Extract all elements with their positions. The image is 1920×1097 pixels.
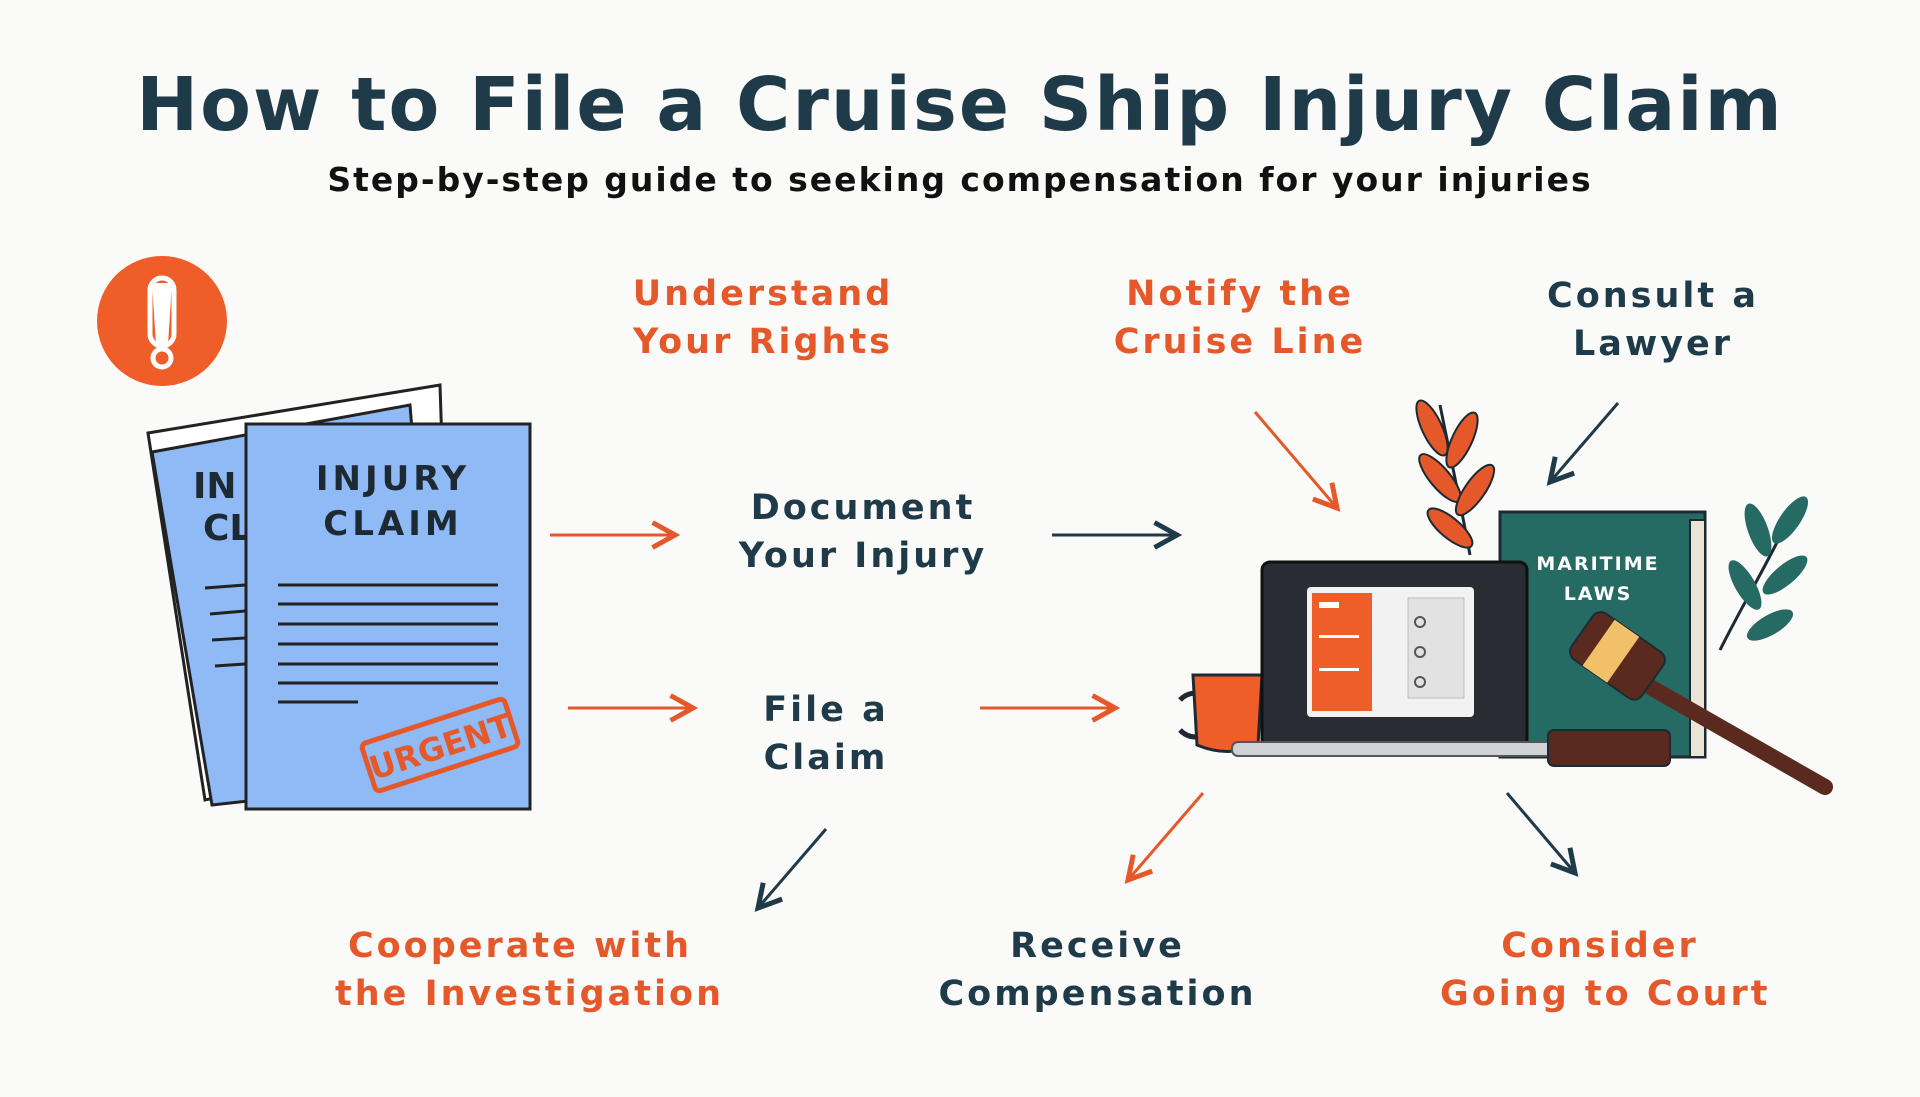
orange-plant [1415, 399, 1496, 556]
step-document-injury: Document Your Injury [738, 488, 988, 576]
laptop [1231, 560, 1563, 757]
back-doc-text: IN [193, 466, 237, 507]
exclamation-icon [97, 256, 227, 386]
step-notify-cruise-line: Notify the Cruise Line [1113, 274, 1367, 362]
doc-title-line2: CLAIM [323, 504, 462, 544]
step-consider-court: Consider Going to Court [1440, 926, 1771, 1014]
teal-plant [1718, 496, 1809, 651]
step-file-claim: File a Claim [763, 690, 889, 778]
gavel [1547, 611, 1833, 795]
svg-text:MARITIME: MARITIME [1536, 553, 1659, 575]
arrow-receive [1128, 792, 1205, 880]
page-subtitle: Step-by-step guide to seeking compensati… [327, 160, 1593, 199]
step-receive-compensation: Receive Compensation [938, 926, 1257, 1014]
coffee-mug [1178, 673, 1264, 753]
doc-title-line1: INJURY [316, 459, 470, 499]
arrow-court [1505, 792, 1575, 873]
injury-claim-documents: IN CL INJURY CLAIM URGENT [146, 383, 532, 811]
page-title: How to File a Cruise Ship Injury Claim [136, 62, 1784, 148]
step-understand-rights: Understand Your Rights [632, 274, 894, 362]
arrow-cooperate [758, 828, 828, 908]
arrow-notify [1253, 411, 1337, 508]
step-cooperate-investigation: Cooperate with the Investigation [335, 926, 724, 1014]
arrow-consult [1550, 402, 1620, 482]
svg-text:CL: CL [203, 508, 252, 549]
svg-text:LAWS: LAWS [1564, 583, 1633, 605]
step-consult-lawyer: Consult a Lawyer [1547, 276, 1759, 364]
